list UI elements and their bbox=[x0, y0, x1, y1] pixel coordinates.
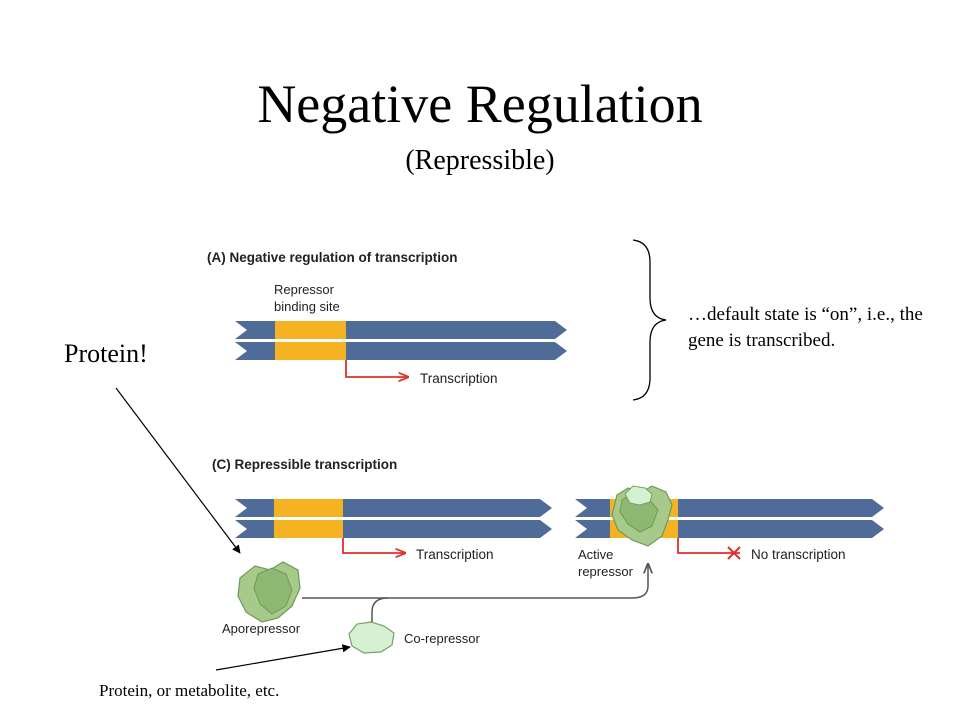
binding-site-label-line2: binding site bbox=[274, 299, 340, 314]
strand-gap bbox=[235, 339, 570, 342]
transcription-arrow-c bbox=[342, 538, 405, 553]
metabolite-callout: Protein, or metabolite, etc. bbox=[99, 681, 280, 700]
default-state-callout: …default state is “on”, i.e., the gene i… bbox=[688, 304, 923, 351]
transcription-label-c: Transcription bbox=[416, 547, 494, 562]
transcription-label-a: Transcription bbox=[420, 371, 498, 386]
active-repressor-shape bbox=[611, 485, 673, 547]
panel-c-heading: (C) Repressible transcription bbox=[212, 457, 397, 472]
dna-double-strand-c-left bbox=[235, 499, 555, 538]
active-repressor-label-line2: repressor bbox=[578, 564, 634, 579]
slide-title: Negative Regulation bbox=[257, 74, 703, 134]
binding-site-label: Repressor bbox=[274, 282, 335, 297]
transcription-arrow-a bbox=[345, 360, 408, 377]
metabolite-pointer-arrow bbox=[215, 644, 351, 671]
protein-pointer-arrow bbox=[115, 387, 241, 554]
dna-double-strand-a bbox=[235, 321, 570, 360]
active-repressor-label: Active bbox=[578, 547, 613, 562]
curly-brace bbox=[632, 239, 667, 401]
no-transcription-label: No transcription bbox=[751, 547, 846, 562]
corepressor-label: Co-repressor bbox=[404, 631, 481, 646]
block-x-icon bbox=[727, 546, 741, 560]
slide-subtitle: (Repressible) bbox=[405, 145, 555, 176]
corepressor-shape bbox=[348, 621, 395, 654]
no-transcription-arrow bbox=[677, 538, 740, 554]
bound-corepressor-shape bbox=[624, 485, 653, 506]
aporepressor-shape bbox=[237, 561, 301, 623]
protein-callout: Protein! bbox=[64, 339, 148, 368]
strand-gap bbox=[575, 517, 887, 520]
strand-gap bbox=[235, 517, 555, 520]
corepressor-join-line bbox=[371, 597, 389, 622]
pathway-line bbox=[302, 564, 648, 599]
aporepressor-label: Aporepressor bbox=[222, 621, 301, 636]
panel-a-heading: (A) Negative regulation of transcription bbox=[207, 250, 458, 265]
